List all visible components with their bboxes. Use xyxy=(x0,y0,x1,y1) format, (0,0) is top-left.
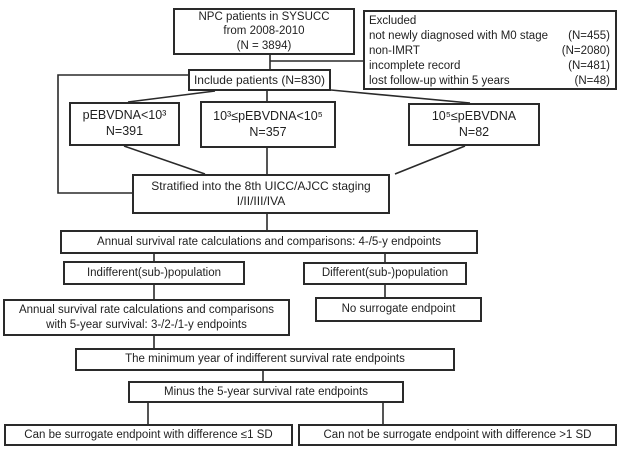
annual-45-endpoints-label: Annual survival rate calculations and co… xyxy=(97,235,441,248)
no-surrogate-box: No surrogate endpoint xyxy=(315,297,482,322)
connector-include-ebv-low xyxy=(127,90,216,103)
stratified-line-1: Stratified into the 8th UICC/AJCC stagin… xyxy=(151,179,371,193)
can-be-surrogate-label: Can be surrogate endpoint with differenc… xyxy=(24,428,273,441)
npc-line-1: NPC patients in SYSUCC xyxy=(198,10,330,23)
ebv-low-box: pEBVDNA<10³ N=391 xyxy=(69,102,180,146)
excluded-item-count: (N=2080) xyxy=(561,45,610,57)
minus-5y-label: Minus the 5-year survival rate endpoints xyxy=(164,385,368,398)
connector-include-ebv-high xyxy=(330,89,471,104)
annual-45-endpoints-box: Annual survival rate calculations and co… xyxy=(60,230,478,254)
minus-5y-box: Minus the 5-year survival rate endpoints xyxy=(128,381,404,403)
connector-include-stratified-loop xyxy=(57,74,188,194)
ebv-mid-range: 10³≤pEBVDNA<10⁵ xyxy=(213,108,323,123)
ebv-high-range: 10⁵≤pEBVDNA xyxy=(431,108,517,123)
include-patients-label: Include patients (N=830) xyxy=(193,72,326,87)
excluded-item: non-IMRT (N=2080) xyxy=(369,44,610,59)
different-population-box: Different(sub-)population xyxy=(303,262,467,285)
min-year-label: The minimum year of indifferent survival… xyxy=(125,353,405,366)
excluded-item-label: incomplete record xyxy=(369,60,461,72)
cannot-be-surrogate-label: Can not be surrogate endpoint with diffe… xyxy=(323,428,592,441)
cannot-be-surrogate-box: Can not be surrogate endpoint with diffe… xyxy=(298,424,617,446)
excluded-item-label: lost follow-up within 5 years xyxy=(369,75,510,87)
connector-ebv-high-stratified xyxy=(394,145,466,175)
stratified-line-2: I/II/III/IVA xyxy=(236,194,286,208)
ebv-high-count: N=82 xyxy=(458,124,490,139)
can-be-surrogate-box: Can be surrogate endpoint with differenc… xyxy=(4,424,293,446)
excluded-item: not newly diagnosed with M0 stage (N=455… xyxy=(369,29,610,44)
annual-321-line-2: with 5-year survival: 3-/2-/1-y endpoint… xyxy=(46,318,247,331)
indifferent-population-label: Indifferent(sub-)population xyxy=(86,266,222,279)
no-surrogate-label: No surrogate endpoint xyxy=(341,303,456,316)
excluded-item: lost follow-up within 5 years (N=48) xyxy=(369,74,610,89)
ebv-low-count: N=391 xyxy=(105,124,144,138)
ebv-mid-count: N=357 xyxy=(249,124,287,139)
npc-line-2: from 2008-2010 xyxy=(223,25,305,38)
indifferent-population-box: Indifferent(sub-)population xyxy=(63,261,245,285)
annual-321-line-1: Annual survival rate calculations and co… xyxy=(18,304,275,317)
annual-321-endpoints-box: Annual survival rate calculations and co… xyxy=(3,299,290,336)
include-patients-box: Include patients (N=830) xyxy=(188,69,331,91)
npc-line-3: (N = 3894) xyxy=(236,39,292,52)
excluded-item-count: (N=455) xyxy=(568,30,610,42)
stratified-box: Stratified into the 8th UICC/AJCC stagin… xyxy=(132,174,390,214)
excluded-item-label: non-IMRT xyxy=(369,45,420,57)
excluded-item: incomplete record (N=481) xyxy=(369,59,610,74)
connector-ebv-low-stratified xyxy=(123,145,206,175)
min-year-box: The minimum year of indifferent survival… xyxy=(75,348,455,371)
ebv-high-box: 10⁵≤pEBVDNA N=82 xyxy=(408,103,540,146)
npc-patients-box: NPC patients in SYSUCC from 2008-2010 (N… xyxy=(173,8,355,55)
excluded-box: Excluded not newly diagnosed with M0 sta… xyxy=(363,10,617,90)
ebv-mid-box: 10³≤pEBVDNA<10⁵ N=357 xyxy=(200,101,336,148)
excluded-item-count: (N=481) xyxy=(568,60,610,72)
different-population-label: Different(sub-)population xyxy=(321,267,449,280)
excluded-item-count: (N=48) xyxy=(574,75,610,87)
excluded-item-label: not newly diagnosed with M0 stage xyxy=(369,30,548,42)
excluded-title: Excluded xyxy=(369,15,417,27)
ebv-low-range: pEBVDNA<10³ xyxy=(82,108,167,123)
